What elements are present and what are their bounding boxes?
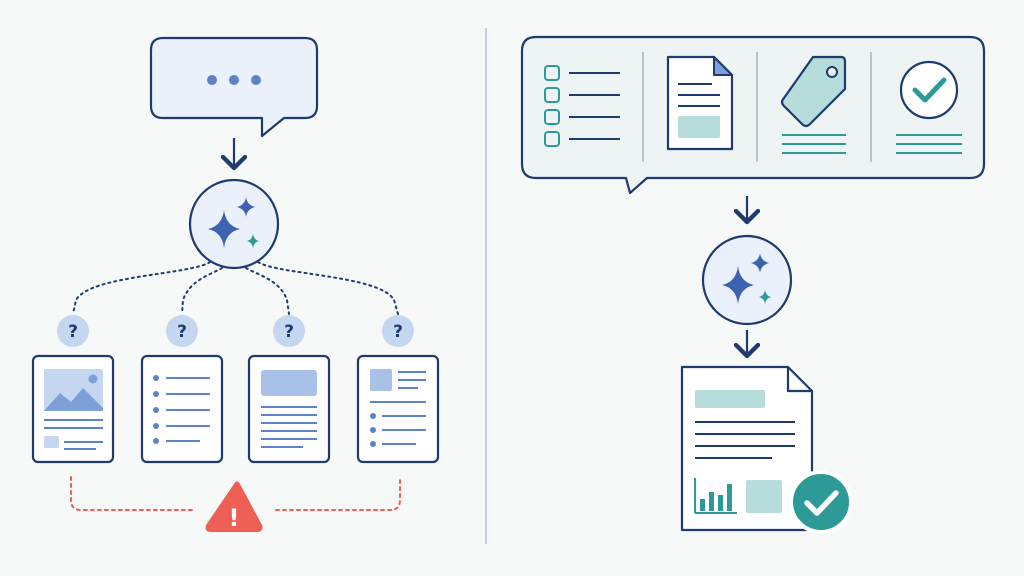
svg-text:?: ? xyxy=(284,322,294,342)
question-marks: ? ? ? ? xyxy=(57,315,414,347)
right-panel xyxy=(520,35,986,534)
check-circle-icon xyxy=(896,60,962,154)
left-panel: ? ? ? ? xyxy=(31,36,440,532)
sparkle-icon xyxy=(722,253,771,304)
banner-document-icon xyxy=(247,354,331,464)
sparkle-icon xyxy=(208,197,259,248)
inconsistency-bracket xyxy=(70,476,401,511)
question-badge: ? xyxy=(57,315,89,347)
svg-text:?: ? xyxy=(68,322,78,342)
checklist-icon xyxy=(544,65,620,147)
svg-text:?: ? xyxy=(177,322,187,342)
question-badge: ? xyxy=(166,315,198,347)
branch-connectors xyxy=(72,261,399,315)
svg-text:!: ! xyxy=(229,504,240,532)
question-badge: ? xyxy=(273,315,305,347)
question-badge: ? xyxy=(382,315,414,347)
ellipsis-icon xyxy=(207,75,261,85)
bullet-list-document-icon xyxy=(140,354,224,464)
report-document-icon xyxy=(680,365,814,532)
prompt-speech-bubble xyxy=(149,36,319,138)
warning-triangle-icon: ! xyxy=(205,481,263,532)
svg-text:?: ? xyxy=(393,322,403,342)
mixed-document-icon xyxy=(356,354,440,464)
bar-chart-icon xyxy=(694,478,737,514)
document-icon xyxy=(666,55,734,151)
context-speech-panel xyxy=(520,35,986,195)
ai-node xyxy=(188,178,280,270)
check-badge-icon xyxy=(789,470,853,534)
image-document-icon xyxy=(31,354,115,464)
ai-node xyxy=(701,234,793,326)
tag-icon xyxy=(780,55,847,154)
